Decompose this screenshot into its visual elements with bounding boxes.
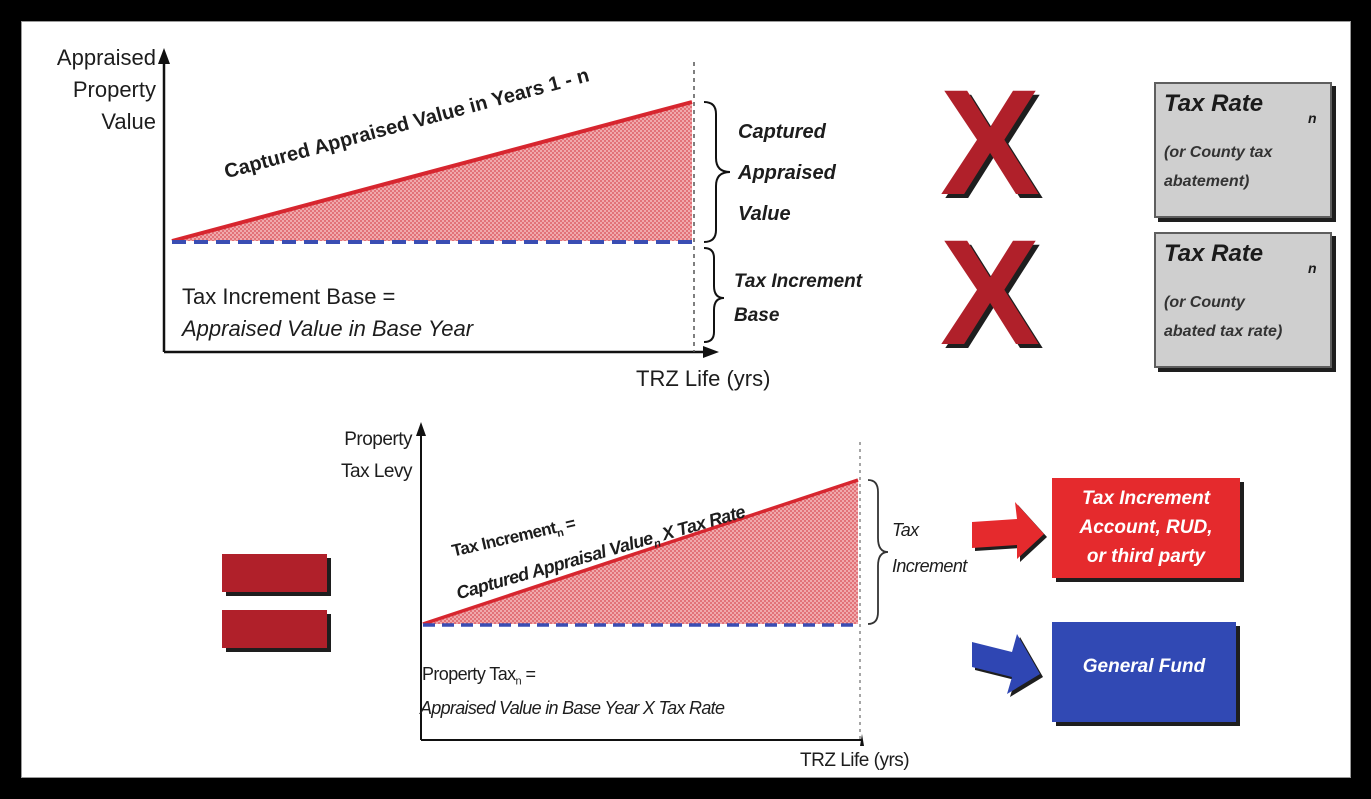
tax-rate-box-upper: Tax Rate n (or County tax abatement) [1154,82,1332,218]
top-base-label-line1: Tax Increment Base = [182,284,396,309]
general-fund-box: General Fund [1052,622,1236,722]
tax-rate-note-lower-line2: abated tax rate) [1164,323,1283,340]
top-brace-upper [703,101,731,243]
diagram-canvas: X X X X Appraised Property Value [21,21,1351,778]
bottom-y-axis-label: Property Tax Levy [338,424,412,488]
multiply-symbols: X X X X [940,58,1044,380]
bottom-y-axis-label-line2: Tax Levy [341,461,412,482]
top-base-label-line2: Appraised Value in Base Year [182,316,474,341]
top-y-axis-label-line1: Appraised [56,45,156,70]
multiply-x-lower-fill: X [940,208,1040,376]
top-x-axis-arrow [703,346,719,358]
increment-base-label-line1: Tax Increment [734,271,863,292]
property-tax-subscript: n [515,675,522,688]
captured-label-line2: Appraised [738,162,836,184]
property-tax-equals: = [521,664,536,684]
property-tax-text: Property Tax [422,664,516,684]
top-y-axis-arrow [158,48,170,64]
top-increment-line [171,100,693,243]
equals-bar-top [222,554,327,592]
tax-rate-note-upper-line2: abatement) [1164,173,1250,190]
tax-increment-brace-line1: Tax [892,520,919,540]
multiply-x-upper: X [944,62,1044,230]
captured-label-line3: Value [738,203,791,225]
top-y-axis-label-line3: Value [101,109,156,134]
equals-bar-bottom [222,610,327,648]
bottom-end-marker-flag [860,734,864,746]
bottom-chart [416,422,889,746]
bottom-base-label-line2: Appraised Value in Base Year X Tax Rate [420,698,725,718]
bottom-increment-line [422,478,859,626]
tax-rate-title-upper: Tax Rate [1164,90,1264,117]
tax-increment-account-line3: or third party [1086,546,1206,567]
top-y-axis-label-line2: Property [72,77,156,102]
top-y-axis-label: Appraised Property Value [30,42,156,138]
multiply-x-upper-fill: X [940,58,1040,226]
captured-label-line1: Captured [738,121,826,143]
bottom-y-axis-label-line1: Property [344,429,412,450]
tax-rate-note-upper-line1: (or County tax [1164,144,1273,161]
top-brace-lower-label: Tax Increment Base [734,265,862,333]
tax-rate-subscript-lower: n [1308,260,1317,276]
flow-arrows [972,502,1047,697]
bottom-y-axis-arrow [416,422,426,436]
tax-rate-box-lower: Tax Rate n (or County abated tax rate) [1154,232,1332,368]
tax-rate-note-lower-line1: (or County [1164,294,1245,311]
tax-increment-account-line1: Tax Increment [1081,488,1211,509]
general-fund-label: General Fund [1082,656,1206,677]
tax-rate-title-lower: Tax Rate [1164,240,1264,267]
red-arrow [972,502,1044,559]
diagram-graphics: X X X X [158,48,1047,746]
top-x-axis-label: TRZ Life (yrs) [636,366,771,391]
bottom-brace [867,479,889,625]
equals-symbol: = [22,22,23,23]
bottom-x-axis-label: TRZ Life (yrs) [800,750,910,771]
tax-rate-subscript-upper: n [1308,110,1317,126]
bottom-base-label-line1: Property Taxn = [422,664,536,688]
top-chart [158,48,731,358]
blue-arrow [972,634,1040,694]
top-brace-upper-label: Captured Appraised Value [738,112,836,235]
tax-increment-account-box: Tax Increment Account, RUD, or third par… [1052,478,1240,578]
increment-base-label-line2: Base [734,305,780,326]
top-brace-lower [703,247,725,343]
tax-increment-account-line2: Account, RUD, [1079,517,1213,538]
tax-rate-note-upper: (or County tax abatement) [1164,138,1272,196]
bottom-brace-label: Tax Increment [892,512,967,584]
multiply-x-lower: X [944,212,1044,380]
tax-rate-note-lower: (or County abated tax rate) [1164,288,1282,346]
tax-increment-brace-line2: Increment [892,556,967,576]
